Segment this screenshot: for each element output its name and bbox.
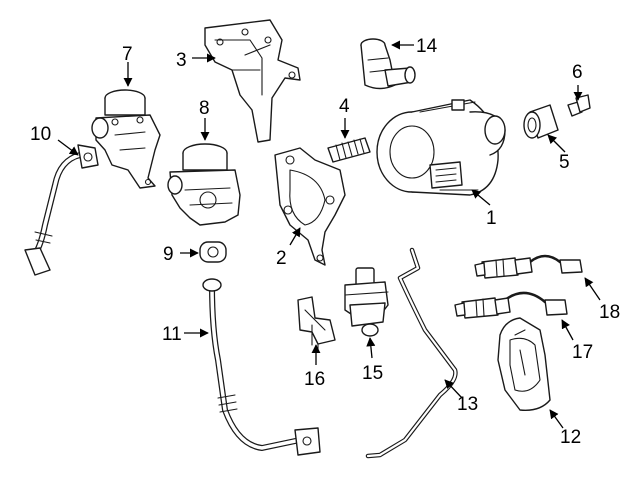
part-6-bolt [567,94,591,117]
callout-15: 15 [362,363,383,384]
callout-10: 10 [30,124,51,145]
part-14-connector [360,38,416,90]
callout-8: 8 [199,98,210,119]
callout-1: 1 [486,208,497,229]
part-5-bushing [523,104,559,139]
part-12-heat-shield [497,317,551,411]
callout-3: 3 [176,50,187,71]
part-10-pipe [24,144,99,276]
callout-17: 17 [572,342,593,363]
callout-7: 7 [122,44,133,65]
callout-9: 9 [163,244,174,265]
callout-labels: 1 2 3 4 5 6 7 8 9 10 11 12 13 14 15 16 1… [30,36,620,448]
part-3-bracket [204,19,301,143]
part-15-solenoid [344,267,389,337]
callout-11: 11 [162,324,182,345]
part-8-valve [167,143,241,226]
callout-6: 6 [572,62,583,83]
part-18-sensor [474,254,583,279]
leader-lines [57,40,601,429]
callout-5: 5 [559,152,570,173]
part-16-clip [297,296,336,353]
part-1-pump [376,99,506,196]
part-17-sensor [454,291,568,319]
callout-18: 18 [599,302,620,323]
part-4-spring [327,137,371,163]
callout-2: 2 [276,248,287,269]
part-13-tube [365,247,458,459]
part-7-valve [91,89,161,189]
part-9-gasket [199,241,227,263]
callout-4: 4 [339,96,350,117]
callout-13: 13 [457,394,478,415]
callout-12: 12 [560,427,581,448]
callout-14: 14 [416,36,438,57]
part-11-pipe [202,278,321,456]
callout-16: 16 [304,369,325,390]
